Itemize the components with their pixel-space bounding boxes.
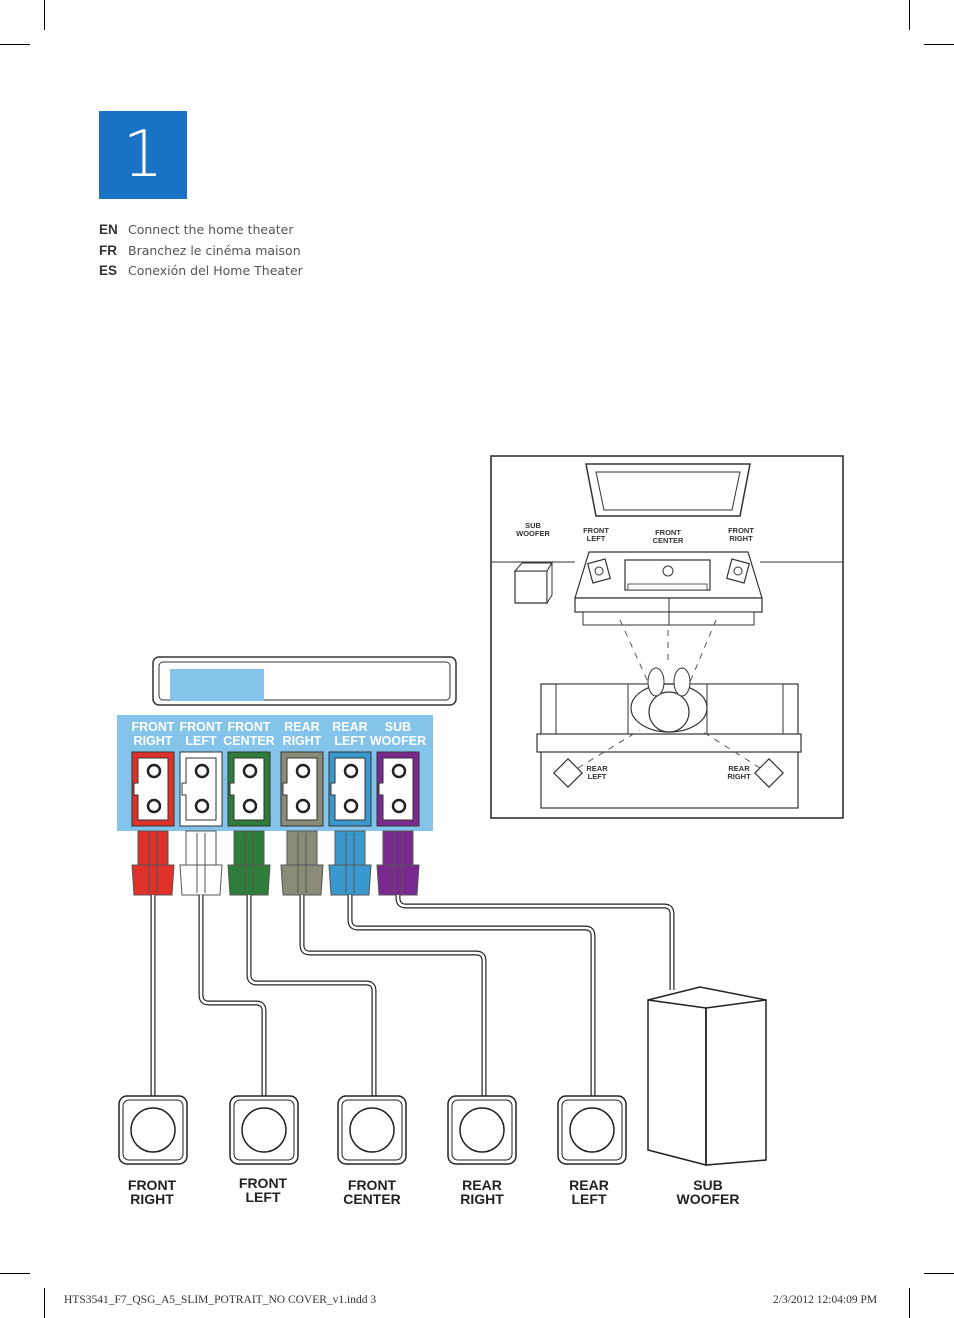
rear-left-speaker-icon <box>557 1095 627 1165</box>
rear-left-plug <box>328 830 372 896</box>
front-right-speaker-icon <box>118 1095 188 1165</box>
front-left-plug <box>179 830 223 896</box>
instruction-fr: FR Branchez le cinéma maison <box>99 243 301 259</box>
lang-text: Connect the home theater <box>128 222 294 237</box>
speaker-label-rear-left-2: LEFT <box>572 1191 607 1207</box>
front-left-jack <box>179 751 223 827</box>
lang-code: FR <box>99 243 117 258</box>
room-label-rear-right-2: RIGHT <box>727 772 751 781</box>
instruction-en: EN Connect the home theater <box>99 222 293 238</box>
sound-direction-lines <box>577 619 761 769</box>
speaker-label-front-left-1: FRONT <box>239 1175 288 1191</box>
subwoofer-room-icon <box>513 561 553 605</box>
room-label-sub-woofer-1: SUB <box>525 521 541 530</box>
room-label-rear-left-1: REAR <box>586 764 608 773</box>
speaker-label-sub-woofer-1: SUB <box>693 1177 723 1193</box>
sub-woofer-plug <box>376 830 420 896</box>
front-right-jack <box>131 751 175 827</box>
rear-right-speaker-icon <box>447 1095 517 1165</box>
front-center-plug <box>227 830 271 896</box>
crop-mark <box>924 1273 954 1274</box>
room-label-front-center-2: CENTER <box>653 536 684 545</box>
tv-icon <box>585 463 751 517</box>
jack-label-front-center-1: FRONT <box>227 720 270 734</box>
room-label-rear-left-2: LEFT <box>588 772 607 781</box>
front-left-wire <box>198 895 267 1098</box>
rear-left-speaker-icon <box>553 758 583 788</box>
front-right-speaker-icon <box>725 558 751 584</box>
lang-code: EN <box>99 222 118 237</box>
speaker-label-front-right-1: FRONT <box>128 1177 177 1193</box>
rear-right-plug <box>280 830 324 896</box>
jack-label-front-center-2: CENTER <box>223 734 274 748</box>
front-center-jack <box>227 751 271 827</box>
footer-filename: HTS3541_F7_QSG_A5_SLIM_POTRAIT_NO COVER_… <box>64 1294 377 1306</box>
front-center-wire <box>246 895 377 1098</box>
rear-right-wire <box>299 895 487 1098</box>
listener-icon <box>630 667 708 733</box>
rear-left-wire <box>347 895 596 1098</box>
jack-label-front-right-2: RIGHT <box>134 734 173 748</box>
room-label-front-right-1: FRONT <box>728 526 754 535</box>
jack-label-rear-left-1: REAR <box>332 720 367 734</box>
speaker-label-front-right-2: RIGHT <box>130 1191 174 1207</box>
crop-mark <box>0 1273 30 1274</box>
jack-label-front-left-2: LEFT <box>185 734 217 748</box>
speaker-label-front-center-1: FRONT <box>348 1177 397 1193</box>
crop-mark <box>44 0 45 30</box>
speaker-plugs <box>131 830 420 896</box>
sofa-icon <box>536 683 802 809</box>
lang-text: Conexión del Home Theater <box>128 263 303 278</box>
main-unit-icon <box>152 656 457 706</box>
speaker-label-front-center-2: CENTER <box>343 1191 401 1207</box>
jack-label-rear-right-1: REAR <box>284 720 319 734</box>
rear-left-jack <box>328 751 372 827</box>
step-number-badge: 1 <box>99 111 187 199</box>
front-right-plug <box>131 830 175 896</box>
home-theater-unit-icon <box>624 559 711 591</box>
speakers-row <box>118 1095 627 1165</box>
front-left-speaker-icon <box>586 558 612 584</box>
subwoofer-box-icon <box>647 986 767 1166</box>
room-label-sub-woofer-2: WOOFER <box>516 529 550 538</box>
jack-label-rear-left-2: LEFT <box>334 734 366 748</box>
jack-label-sub-woofer-1: SUB <box>385 720 411 734</box>
jack-label-front-left-1: FRONT <box>179 720 222 734</box>
jack-label-front-right-1: FRONT <box>131 720 174 734</box>
lang-code: ES <box>99 263 118 278</box>
lang-text: Branchez le cinéma maison <box>128 243 301 258</box>
instruction-es: ES Conexión del Home Theater <box>99 263 303 279</box>
speaker-wires <box>150 895 675 1098</box>
unit-display <box>170 669 264 701</box>
room-label-rear-right-1: REAR <box>728 764 750 773</box>
front-left-speaker-icon <box>229 1095 299 1165</box>
speaker-label-rear-left-1: REAR <box>569 1177 609 1193</box>
front-center-speaker-icon <box>337 1095 407 1165</box>
jack-label-rear-right-2: RIGHT <box>283 734 322 748</box>
jack-label-sub-woofer-2: WOOFER <box>370 734 426 748</box>
speaker-label-sub-woofer-2: WOOFER <box>677 1191 740 1207</box>
speaker-label-rear-right-2: RIGHT <box>460 1191 504 1207</box>
speaker-jacks <box>131 751 420 827</box>
tv-stand-icon <box>574 551 763 626</box>
room-label-front-left-1: FRONT <box>583 526 609 535</box>
speaker-label-front-left-2: LEFT <box>246 1189 281 1205</box>
room-label-front-left-2: LEFT <box>587 534 606 543</box>
rear-right-speaker-icon <box>754 758 784 788</box>
sub-woofer-jack <box>376 751 420 827</box>
sub-woofer-wire <box>395 895 675 990</box>
room-label-front-center-1: FRONT <box>655 528 681 537</box>
footer-timestamp: 2/3/2012 12:04:09 PM <box>773 1294 878 1306</box>
room-label-front-right-2: RIGHT <box>729 534 753 543</box>
crop-mark <box>44 1288 45 1318</box>
crop-mark <box>909 0 910 30</box>
rear-right-jack <box>280 751 324 827</box>
crop-mark <box>0 44 30 45</box>
crop-mark <box>909 1288 910 1318</box>
room-layout-panel: SUB WOOFER FRONT LEFT FRONT CENTER FRONT… <box>490 455 844 819</box>
speaker-label-rear-right-1: REAR <box>462 1177 502 1193</box>
crop-mark <box>924 44 954 45</box>
